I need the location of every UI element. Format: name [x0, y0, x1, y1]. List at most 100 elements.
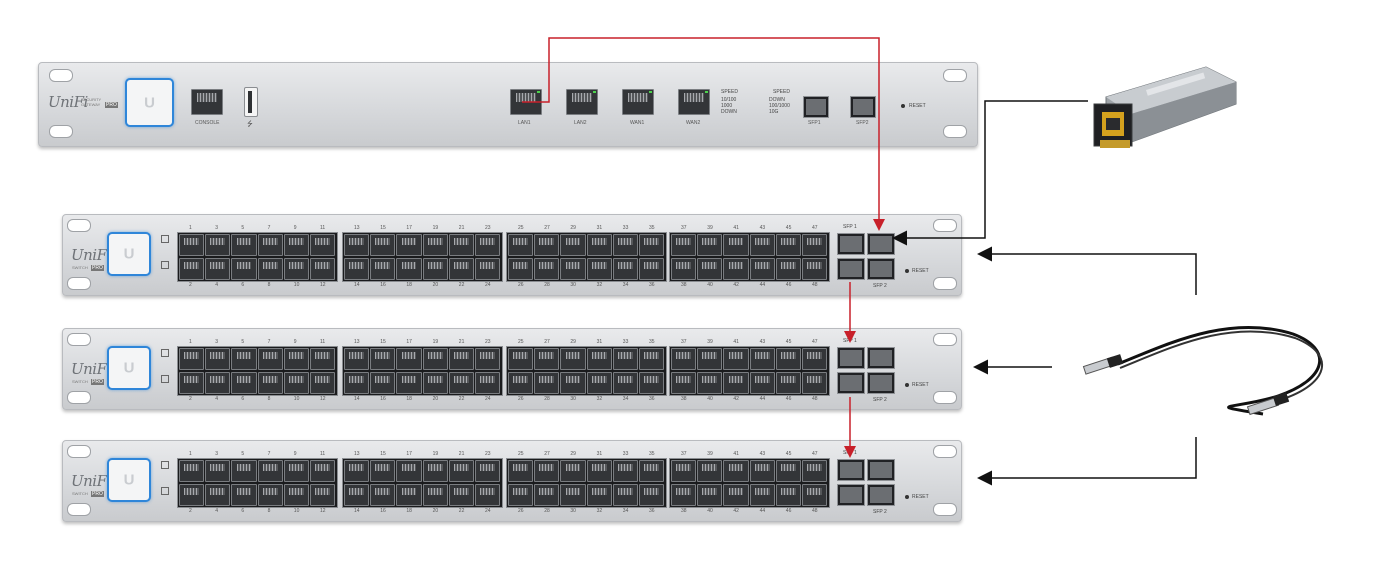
- ethernet-port[interactable]: [179, 484, 205, 506]
- ethernet-port[interactable]: [422, 372, 448, 394]
- reset-pinhole[interactable]: [905, 269, 909, 273]
- switch-ubiquiti-button[interactable]: U: [107, 346, 151, 390]
- ethernet-port[interactable]: [283, 372, 309, 394]
- ethernet-port[interactable]: [231, 348, 257, 370]
- ethernet-port[interactable]: [344, 460, 370, 482]
- ethernet-port[interactable]: [586, 234, 612, 256]
- ethernet-port[interactable]: [310, 348, 336, 370]
- ethernet-port[interactable]: [723, 258, 749, 280]
- ethernet-port[interactable]: [802, 348, 828, 370]
- ethernet-port[interactable]: [802, 484, 828, 506]
- ethernet-port[interactable]: [310, 234, 336, 256]
- sfp-port[interactable]: [837, 484, 865, 506]
- ethernet-port[interactable]: [475, 348, 501, 370]
- ethernet-port[interactable]: [283, 258, 309, 280]
- reset-pinhole[interactable]: [901, 104, 905, 108]
- ethernet-port[interactable]: [508, 234, 534, 256]
- ethernet-port[interactable]: [534, 372, 560, 394]
- ethernet-port[interactable]: [257, 484, 283, 506]
- ethernet-port[interactable]: [257, 460, 283, 482]
- ethernet-port[interactable]: [179, 258, 205, 280]
- ethernet-port[interactable]: [179, 372, 205, 394]
- ethernet-port[interactable]: [534, 484, 560, 506]
- ethernet-port[interactable]: [534, 460, 560, 482]
- ethernet-port[interactable]: [205, 258, 231, 280]
- ethernet-port[interactable]: [671, 372, 697, 394]
- ethernet-port[interactable]: [396, 460, 422, 482]
- ethernet-port[interactable]: [205, 348, 231, 370]
- ethernet-port[interactable]: [697, 234, 723, 256]
- ethernet-port[interactable]: [612, 258, 638, 280]
- ethernet-port[interactable]: [257, 348, 283, 370]
- ethernet-port[interactable]: [697, 484, 723, 506]
- ethernet-port[interactable]: [310, 484, 336, 506]
- switch-ubiquiti-button[interactable]: U: [107, 232, 151, 276]
- ethernet-port[interactable]: [560, 234, 586, 256]
- ethernet-port[interactable]: [775, 484, 801, 506]
- ethernet-port[interactable]: [508, 258, 534, 280]
- ethernet-port[interactable]: [586, 372, 612, 394]
- sfp-port[interactable]: [867, 347, 895, 369]
- ethernet-port[interactable]: [283, 460, 309, 482]
- ethernet-port[interactable]: [448, 348, 474, 370]
- ethernet-port[interactable]: [370, 484, 396, 506]
- ethernet-port[interactable]: [422, 460, 448, 482]
- ethernet-port[interactable]: [639, 372, 665, 394]
- wan2-port[interactable]: [678, 89, 710, 115]
- ethernet-port[interactable]: [257, 372, 283, 394]
- reset-pinhole[interactable]: [905, 495, 909, 499]
- ethernet-port[interactable]: [508, 460, 534, 482]
- ethernet-port[interactable]: [448, 484, 474, 506]
- ethernet-port[interactable]: [179, 234, 205, 256]
- ethernet-port[interactable]: [310, 372, 336, 394]
- ethernet-port[interactable]: [534, 348, 560, 370]
- sfp-port[interactable]: [867, 372, 895, 394]
- wan1-port[interactable]: [622, 89, 654, 115]
- ethernet-port[interactable]: [310, 258, 336, 280]
- ethernet-port[interactable]: [396, 372, 422, 394]
- sfp-port[interactable]: [867, 459, 895, 481]
- gateway-sfp1-port[interactable]: [803, 96, 829, 118]
- ethernet-port[interactable]: [257, 258, 283, 280]
- ethernet-port[interactable]: [802, 258, 828, 280]
- ethernet-port[interactable]: [775, 258, 801, 280]
- ethernet-port[interactable]: [396, 348, 422, 370]
- ethernet-port[interactable]: [422, 348, 448, 370]
- ethernet-port[interactable]: [508, 484, 534, 506]
- ethernet-port[interactable]: [448, 258, 474, 280]
- ethernet-port[interactable]: [475, 234, 501, 256]
- ethernet-port[interactable]: [396, 258, 422, 280]
- ethernet-port[interactable]: [508, 348, 534, 370]
- ethernet-port[interactable]: [448, 372, 474, 394]
- ethernet-port[interactable]: [475, 372, 501, 394]
- ethernet-port[interactable]: [612, 484, 638, 506]
- switch-ubiquiti-button[interactable]: U: [107, 458, 151, 502]
- ethernet-port[interactable]: [775, 348, 801, 370]
- ethernet-port[interactable]: [283, 484, 309, 506]
- ethernet-port[interactable]: [475, 484, 501, 506]
- gateway-sfp2-port[interactable]: [850, 96, 876, 118]
- ethernet-port[interactable]: [671, 234, 697, 256]
- ethernet-port[interactable]: [344, 234, 370, 256]
- ethernet-port[interactable]: [560, 348, 586, 370]
- sfp-port[interactable]: [837, 347, 865, 369]
- ethernet-port[interactable]: [448, 460, 474, 482]
- ethernet-port[interactable]: [310, 460, 336, 482]
- ethernet-port[interactable]: [344, 258, 370, 280]
- ethernet-port[interactable]: [179, 348, 205, 370]
- ethernet-port[interactable]: [749, 372, 775, 394]
- ethernet-port[interactable]: [749, 258, 775, 280]
- ethernet-port[interactable]: [749, 484, 775, 506]
- ethernet-port[interactable]: [475, 460, 501, 482]
- ethernet-port[interactable]: [639, 348, 665, 370]
- ethernet-port[interactable]: [749, 460, 775, 482]
- console-port[interactable]: [191, 89, 223, 115]
- ethernet-port[interactable]: [344, 372, 370, 394]
- ethernet-port[interactable]: [370, 460, 396, 482]
- ethernet-port[interactable]: [802, 372, 828, 394]
- ethernet-port[interactable]: [534, 234, 560, 256]
- ethernet-port[interactable]: [475, 258, 501, 280]
- usb-port[interactable]: [244, 87, 258, 117]
- ethernet-port[interactable]: [671, 348, 697, 370]
- ethernet-port[interactable]: [231, 234, 257, 256]
